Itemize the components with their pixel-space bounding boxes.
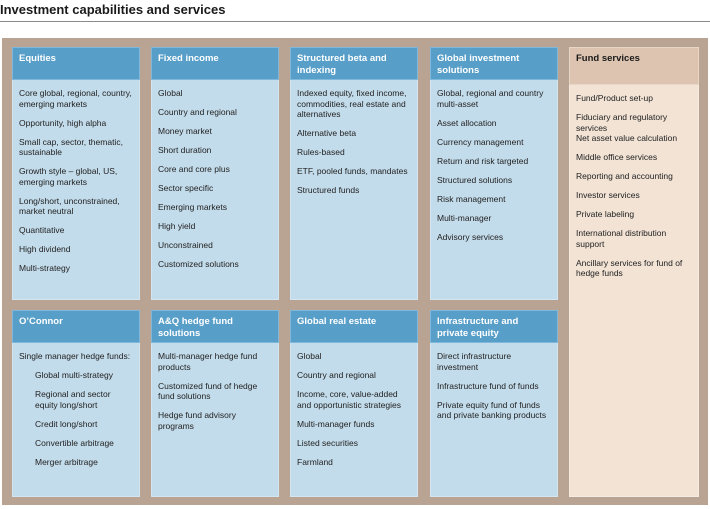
card-global-real-estate: Global real estate Global Country and re… (290, 310, 418, 497)
list-item: Ancillary services for fund of hedge fun… (576, 257, 683, 279)
card-header: Fund services (569, 47, 699, 85)
list-item: Merger arbitrage (35, 456, 98, 467)
list-item: Currency management (437, 136, 524, 147)
list-item: Global multi-strategy (35, 370, 113, 380)
list-item: Country and regional (297, 370, 376, 380)
card-header: Fixed income (151, 47, 279, 80)
list-item: Fund/Product set-up (576, 93, 654, 103)
list-item: Money market (158, 126, 212, 136)
list-item: International distribution support (576, 228, 667, 249)
list-item: Unconstrained (158, 240, 213, 250)
item-list: Multi-manager hedge fund products Custom… (158, 351, 272, 431)
list-item: Multi-manager (437, 212, 492, 223)
list-item: Global, regional and country multi-asset (437, 88, 544, 109)
list-item: Multi-manager funds (297, 418, 375, 429)
list-item: Listed securities (297, 437, 358, 448)
list-item: Risk management (437, 193, 506, 204)
list-item: Hedge fund advisory programs (158, 410, 236, 431)
list-item: Direct infrastructure investment (437, 351, 512, 372)
list-item: Rules-based (297, 147, 345, 157)
card-structured-beta: Structured beta and indexing Indexed equ… (290, 47, 418, 300)
card-header: Structured beta and indexing (290, 47, 418, 80)
card-global-investment-solutions: Global investment solutions Global, regi… (430, 47, 558, 300)
card-header: A&Q hedge fund solutions (151, 310, 279, 343)
list-item: Private labeling (576, 209, 635, 219)
list-item: Growth style – global, US, emerging mark… (19, 166, 118, 187)
list-item: Sector specific (158, 183, 214, 193)
card-body: Fund/Product set-up Fiduciary and regula… (569, 85, 699, 497)
card-body: Global Country and regional Income, core… (290, 343, 418, 497)
list-item: Fiduciary and regulatory services (576, 112, 668, 133)
item-list: Single manager hedge funds: Global multi… (19, 351, 133, 467)
list-item: Infrastructure fund of funds (437, 380, 539, 391)
item-list: Global Country and regional Money market… (158, 88, 272, 270)
list-item: Structured solutions (437, 174, 513, 185)
list-item: Customized solutions (158, 259, 239, 269)
card-body: Global, regional and country multi-asset… (430, 80, 558, 300)
list-item: Indexed equity, fixed income, commoditie… (297, 88, 407, 119)
card-header: Global investment solutions (430, 47, 558, 80)
list-item: Return and risk targeted (437, 155, 529, 166)
list-item: Core global, regional, country, emerging… (19, 88, 132, 109)
card-fund-services: Fund services Fund/Product set-up Fiduci… (569, 47, 699, 497)
title-divider (0, 21, 710, 22)
list-item: Long/short, unconstrained, market neutra… (19, 195, 120, 217)
list-item: Regional and sector equity long/short (35, 389, 111, 410)
list-item: Opportunity, high alpha (19, 117, 107, 128)
card-fixed-income: Fixed income Global Country and regional… (151, 47, 279, 300)
list-item: Single manager hedge funds: (19, 351, 131, 361)
list-item: Advisory services (437, 231, 504, 242)
list-item: Asset allocation (437, 117, 497, 128)
card-oconnor: O’Connor Single manager hedge funds: Glo… (12, 310, 140, 497)
list-item: Multi-manager hedge fund products (158, 351, 258, 372)
list-item: Quantitative (19, 225, 65, 235)
list-item: ETF, pooled funds, mandates (297, 166, 408, 176)
list-item: Customized fund of hedge fund solutions (158, 380, 258, 402)
list-item: High dividend (19, 244, 71, 254)
list-item: Private equity fund of funds and private… (437, 399, 547, 421)
item-list: Fund/Product set-up Fiduciary and regula… (576, 93, 692, 279)
card-body: Multi-manager hedge fund products Custom… (151, 343, 279, 497)
list-item: Global (158, 88, 183, 98)
list-item: Alternative beta (297, 128, 357, 138)
card-body: Direct infrastructure investment Infrast… (430, 343, 558, 497)
list-item: Global (297, 351, 322, 361)
list-item: Core and core plus (158, 164, 230, 174)
item-list: Core global, regional, country, emerging… (19, 88, 133, 274)
list-item: Farmland (297, 456, 333, 467)
card-body: Global Country and regional Money market… (151, 80, 279, 300)
list-item: Income, core, value-added and opportunis… (297, 389, 401, 410)
list-item: Emerging markets (158, 202, 227, 212)
card-aq-hedge-fund-solutions: A&Q hedge fund solutions Multi-manager h… (151, 310, 279, 497)
list-item: Convertible arbitrage (35, 437, 114, 448)
list-item: Multi-strategy (19, 263, 71, 273)
card-body: Core global, regional, country, emerging… (12, 80, 140, 300)
item-list: Global, regional and country multi-asset… (437, 88, 551, 242)
card-body: Single manager hedge funds: Global multi… (12, 343, 140, 497)
card-infrastructure-private-equity: Infrastructure and private equity Direct… (430, 310, 558, 497)
list-item: Investor services (576, 190, 640, 200)
item-list: Direct infrastructure investment Infrast… (437, 351, 551, 421)
card-header: O’Connor (12, 310, 140, 343)
card-header: Global real estate (290, 310, 418, 343)
card-equities: Equities Core global, regional, country,… (12, 47, 140, 300)
page-title: Investment capabilities and services (0, 2, 226, 17)
list-item: Credit long/short (35, 418, 98, 429)
list-item: Short duration (158, 145, 212, 155)
list-item: Country and regional (158, 107, 237, 117)
card-body: Indexed equity, fixed income, commoditie… (290, 80, 418, 300)
item-list: Global Country and regional Income, core… (297, 351, 411, 467)
card-header: Equities (12, 47, 140, 80)
list-item: Small cap, sector, thematic, sustainable (19, 136, 123, 158)
list-item: Structured funds (297, 185, 360, 195)
list-item: Net asset value calculation (576, 133, 678, 143)
list-item: Reporting and accounting (576, 171, 673, 181)
list-item: High yield (158, 221, 196, 231)
list-item: Middle office services (576, 152, 658, 162)
card-header: Infrastructure and private equity (430, 310, 558, 343)
item-list: Indexed equity, fixed income, commoditie… (297, 88, 411, 196)
